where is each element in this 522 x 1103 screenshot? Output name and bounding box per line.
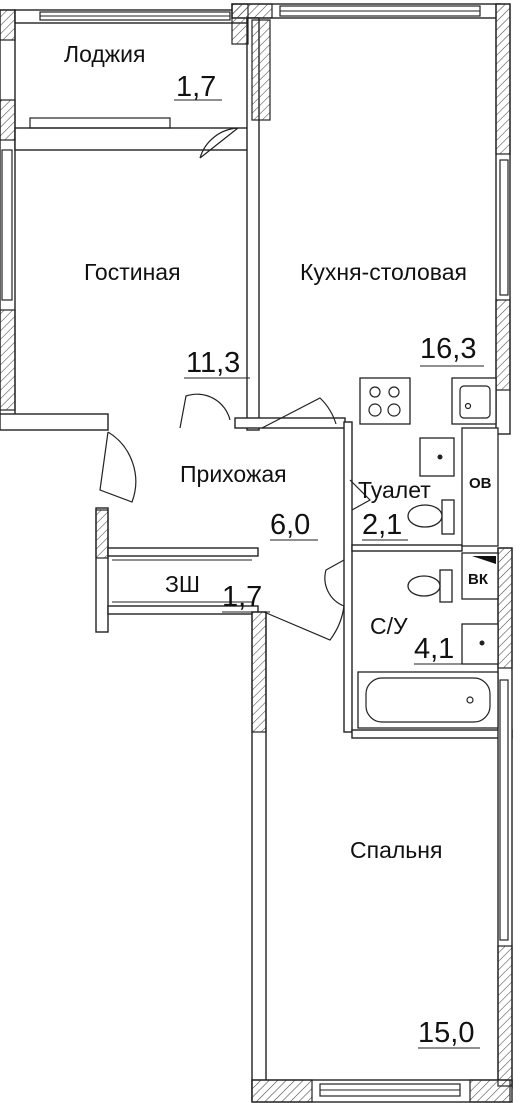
room-name-living: Гостиная (84, 259, 181, 285)
room-name-bathroom: С/У (370, 613, 408, 639)
area-underlines (174, 99, 484, 1049)
windows (1, 5, 509, 1097)
room-area-living: 11,3 (186, 347, 240, 379)
bathtub-icon (357, 671, 499, 729)
washbasin-icon (461, 623, 499, 665)
toilet-icon (407, 569, 453, 603)
room-name-hall: Прихожая (180, 461, 287, 487)
stove-icon (359, 377, 411, 425)
water-meter-label: ВК (468, 571, 489, 588)
room-area-hall: 6,0 (270, 509, 310, 541)
toilet-icon (407, 499, 455, 535)
room-area-bathroom: 4,1 (414, 633, 454, 665)
ventilation-label: ОВ (469, 475, 492, 492)
room-area-toilet: 2,1 (362, 509, 402, 541)
room-area-wardrobe: 1,7 (222, 581, 262, 613)
walls (0, 3, 513, 1103)
doors (99, 127, 371, 641)
room-area-loggia: 1,7 (176, 71, 216, 103)
ventilation-shaft (461, 427, 499, 547)
room-area-bedroom: 15,0 (418, 1017, 474, 1049)
sink-icon (451, 377, 497, 425)
washbasin-icon (419, 437, 455, 477)
room-name-loggia: Лоджия (64, 41, 146, 67)
room-name-wardrobe: ЗШ (165, 571, 200, 597)
room-name-toilet: Туалет (358, 477, 431, 503)
room-name-kitchen: Кухня-столовая (300, 259, 467, 285)
room-area-kitchen: 16,3 (420, 333, 476, 365)
room-name-bedroom: Спальня (350, 837, 442, 863)
water-meter-box (461, 552, 499, 600)
hatched-walls (0, 3, 513, 1103)
